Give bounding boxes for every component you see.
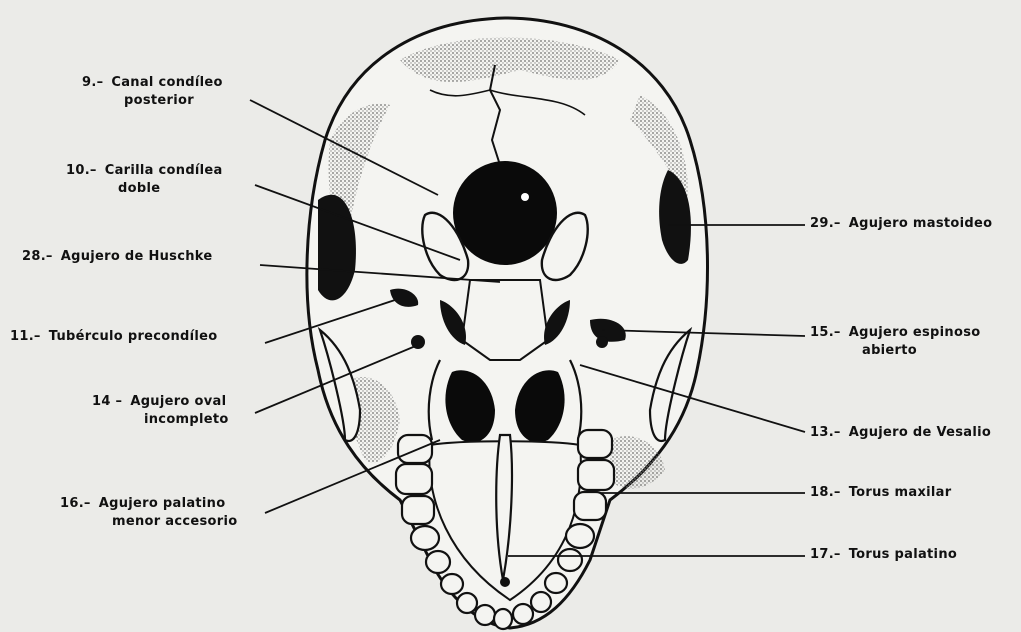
label-28-line1: Agujero de Huschke: [61, 249, 213, 264]
label-16: 16.– Agujero palatino menor accesorio: [60, 495, 237, 531]
label-17: 17.– Torus palatino: [810, 546, 957, 564]
label-28: 28.– Agujero de Huschke: [22, 248, 213, 266]
foramen-magnum: [453, 161, 557, 265]
label-11-line1: Tubérculo precondíleo: [49, 329, 218, 344]
label-15-line2: abierto: [810, 342, 980, 360]
label-11: 11.– Tubérculo precondíleo: [10, 328, 218, 346]
label-9: 9.– Canal condíleo posterior: [82, 74, 223, 110]
label-15: 15.– Agujero espinoso abierto: [810, 324, 980, 360]
label-14: 14 – Agujero oval incompleto: [92, 393, 229, 429]
label-10-line1: Carilla condílea: [105, 163, 223, 178]
label-10-number: 10.–: [66, 163, 97, 178]
label-14-line2: incompleto: [92, 411, 229, 429]
label-9-line1: Canal condíleo: [111, 75, 222, 90]
label-10: 10.– Carilla condílea doble: [66, 162, 223, 198]
label-14-line1: Agujero oval: [130, 394, 226, 409]
label-29-number: 29.–: [810, 216, 841, 231]
label-9-line2: posterior: [82, 92, 223, 110]
label-13-line1: Agujero de Vesalio: [849, 425, 991, 440]
incisive-foramen: [500, 577, 510, 587]
label-15-number: 15.–: [810, 325, 841, 340]
label-11-number: 11.–: [10, 329, 41, 344]
label-17-number: 17.–: [810, 547, 841, 562]
label-10-line2: doble: [66, 180, 223, 198]
label-16-number: 16.–: [60, 496, 91, 511]
label-18-line1: Torus maxilar: [849, 485, 952, 500]
label-18-number: 18.–: [810, 485, 841, 500]
foramen-highlight: [521, 193, 529, 201]
label-13-number: 13.–: [810, 425, 841, 440]
label-29-line1: Agujero mastoideo: [849, 216, 993, 231]
label-29: 29.– Agujero mastoideo: [810, 215, 992, 233]
label-16-line1: Agujero palatino: [99, 496, 226, 511]
label-9-number: 9.–: [82, 75, 103, 90]
label-18: 18.– Torus maxilar: [810, 484, 951, 502]
label-28-number: 28.–: [22, 249, 53, 264]
label-13: 13.– Agujero de Vesalio: [810, 424, 991, 442]
foramen-spinosum-right: [596, 336, 608, 348]
label-16-line2: menor accesorio: [60, 513, 237, 531]
label-14-number: 14 –: [92, 394, 122, 409]
label-15-line1: Agujero espinoso: [849, 325, 981, 340]
label-17-line1: Torus palatino: [849, 547, 957, 562]
basiocciput: [462, 280, 548, 360]
